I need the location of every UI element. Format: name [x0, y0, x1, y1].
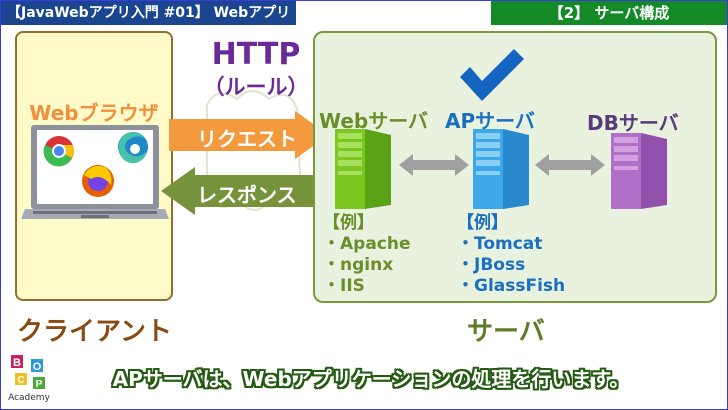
examples-header: 【例】	[457, 213, 508, 233]
logo-text: Academy	[8, 393, 50, 403]
request-label: リクエスト	[197, 127, 297, 151]
protocol-name: HTTP	[211, 37, 301, 72]
bidirectional-arrow-icon	[535, 154, 605, 176]
bidirectional-arrow-icon	[399, 154, 469, 176]
academy-logo: B O C P	[11, 355, 45, 390]
example-item: ・JBoss	[457, 255, 526, 275]
protocol-description: （ルール）	[203, 75, 309, 99]
web-server-icon	[335, 129, 391, 209]
laptop-icon	[21, 125, 169, 219]
firefox-icon	[82, 165, 114, 197]
client-caption: クライアント	[17, 317, 172, 347]
db-server-icon	[611, 133, 667, 209]
browser-label: Webブラウザ	[29, 101, 159, 125]
examples-header: 【例】	[323, 213, 374, 233]
svg-text:P: P	[36, 379, 43, 390]
svg-text:C: C	[17, 375, 24, 386]
web-server-examples: 【例】 ・Apache ・nginx ・IIS	[323, 213, 411, 297]
example-item: ・GlassFish	[457, 276, 566, 296]
svg-text:O: O	[33, 361, 42, 373]
ap-server-examples: 【例】 ・Tomcat ・JBoss ・GlassFish	[457, 213, 565, 297]
server-caption: サーバ	[467, 317, 545, 347]
example-item: ・Tomcat	[457, 234, 543, 254]
ap-server-icon	[473, 129, 529, 209]
subtitle-caption: APサーバは、Webアプリケーションの処理を行います。	[112, 367, 630, 391]
example-item: ・IIS	[323, 276, 365, 296]
db-server-label: DBサーバ	[587, 111, 679, 135]
section-title: 【2】 サーバ構成	[491, 1, 727, 25]
svg-text:B: B	[13, 357, 21, 369]
example-item: ・nginx	[323, 255, 394, 275]
response-label: レスポンス	[197, 183, 297, 207]
series-title: 【JavaWebアプリ入門 #01】 Webアプリ	[1, 1, 297, 25]
example-item: ・Apache	[323, 234, 411, 254]
checkmark-icon	[460, 49, 524, 101]
request-arrow	[169, 111, 329, 159]
response-arrow	[161, 167, 321, 215]
chrome-icon	[43, 136, 75, 167]
edge-icon	[118, 132, 148, 164]
